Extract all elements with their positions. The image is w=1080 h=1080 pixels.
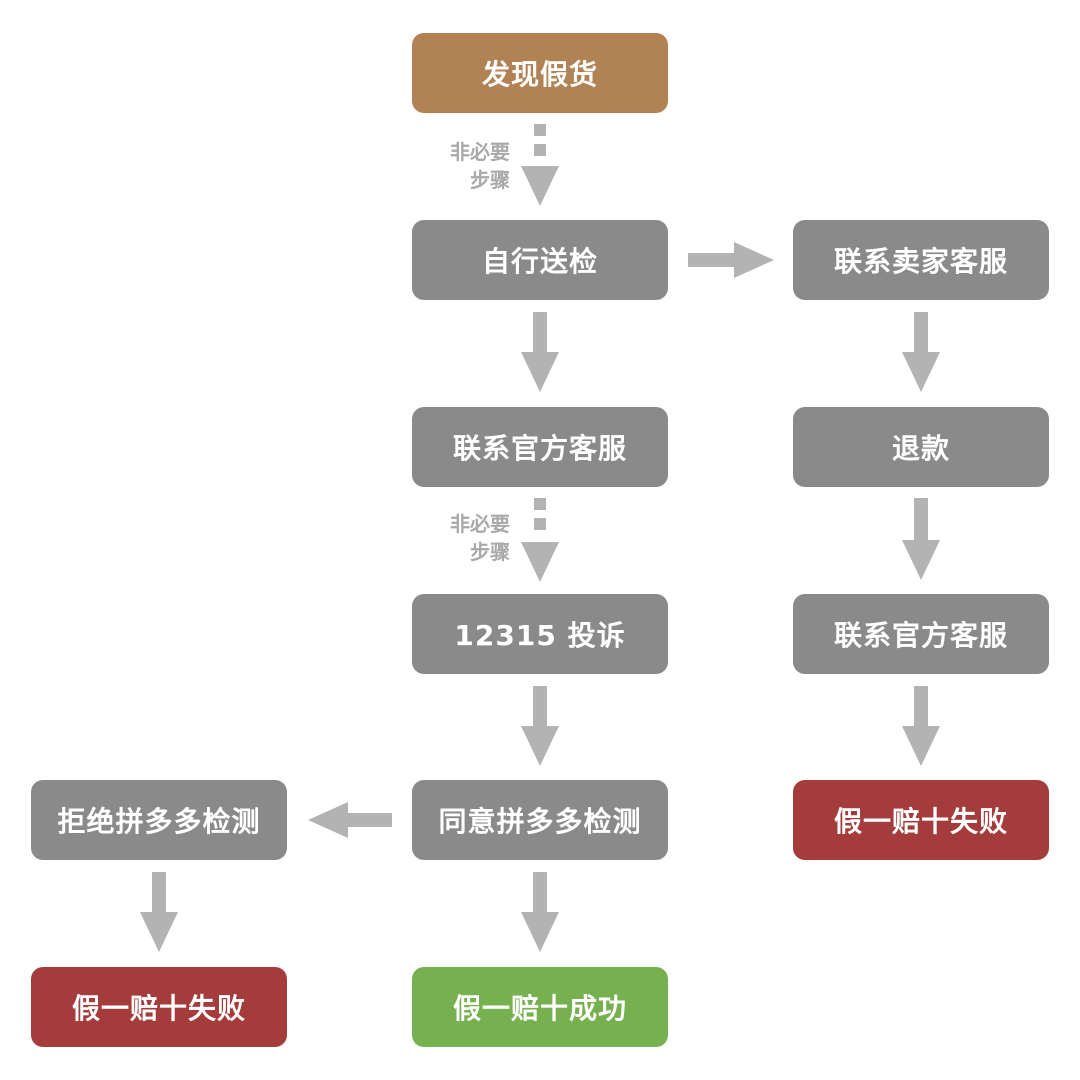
node-12315-complaint: 12315 投诉 (412, 594, 668, 674)
node-agree-test: 同意拼多多检测 (412, 780, 668, 860)
node-contact-official-right: 联系官方客服 (793, 594, 1049, 674)
note-line-2: 步骤 (470, 168, 510, 192)
dashed-arrow-discover-to-inspect (521, 124, 559, 206)
arrow-inspect-to-seller (688, 242, 774, 278)
arrow-complaint-to-agree (521, 686, 559, 766)
node-fail-right: 假一赔十失败 (793, 780, 1049, 860)
arrow-refuse-to-fail-left (140, 872, 178, 952)
node-refund: 退款 (793, 407, 1049, 487)
node-contact-seller: 联系卖家客服 (793, 220, 1049, 300)
node-contact-official-left: 联系官方客服 (412, 407, 668, 487)
note-line-2: 步骤 (470, 540, 510, 564)
arrow-agree-to-success (521, 872, 559, 952)
arrow-refund-to-official (902, 498, 940, 580)
node-self-inspect: 自行送检 (412, 220, 668, 300)
note-line-1: 非必要 (450, 512, 510, 536)
node-refuse-test: 拒绝拼多多检测 (31, 780, 287, 860)
arrow-official-to-fail-right (902, 686, 940, 766)
node-fail-left: 假一赔十失败 (31, 967, 287, 1047)
arrow-agree-to-refuse (308, 802, 392, 838)
note-line-1: 非必要 (450, 140, 510, 164)
optional-step-note-1: 非必要 步骤 (410, 138, 510, 194)
dashed-arrow-official-to-complaint (521, 498, 559, 582)
node-discover-fake: 发现假货 (412, 33, 668, 113)
optional-step-note-2: 非必要 步骤 (410, 510, 510, 566)
arrow-inspect-to-official (521, 312, 559, 392)
arrow-seller-to-refund (902, 312, 940, 392)
node-success: 假一赔十成功 (412, 967, 668, 1047)
